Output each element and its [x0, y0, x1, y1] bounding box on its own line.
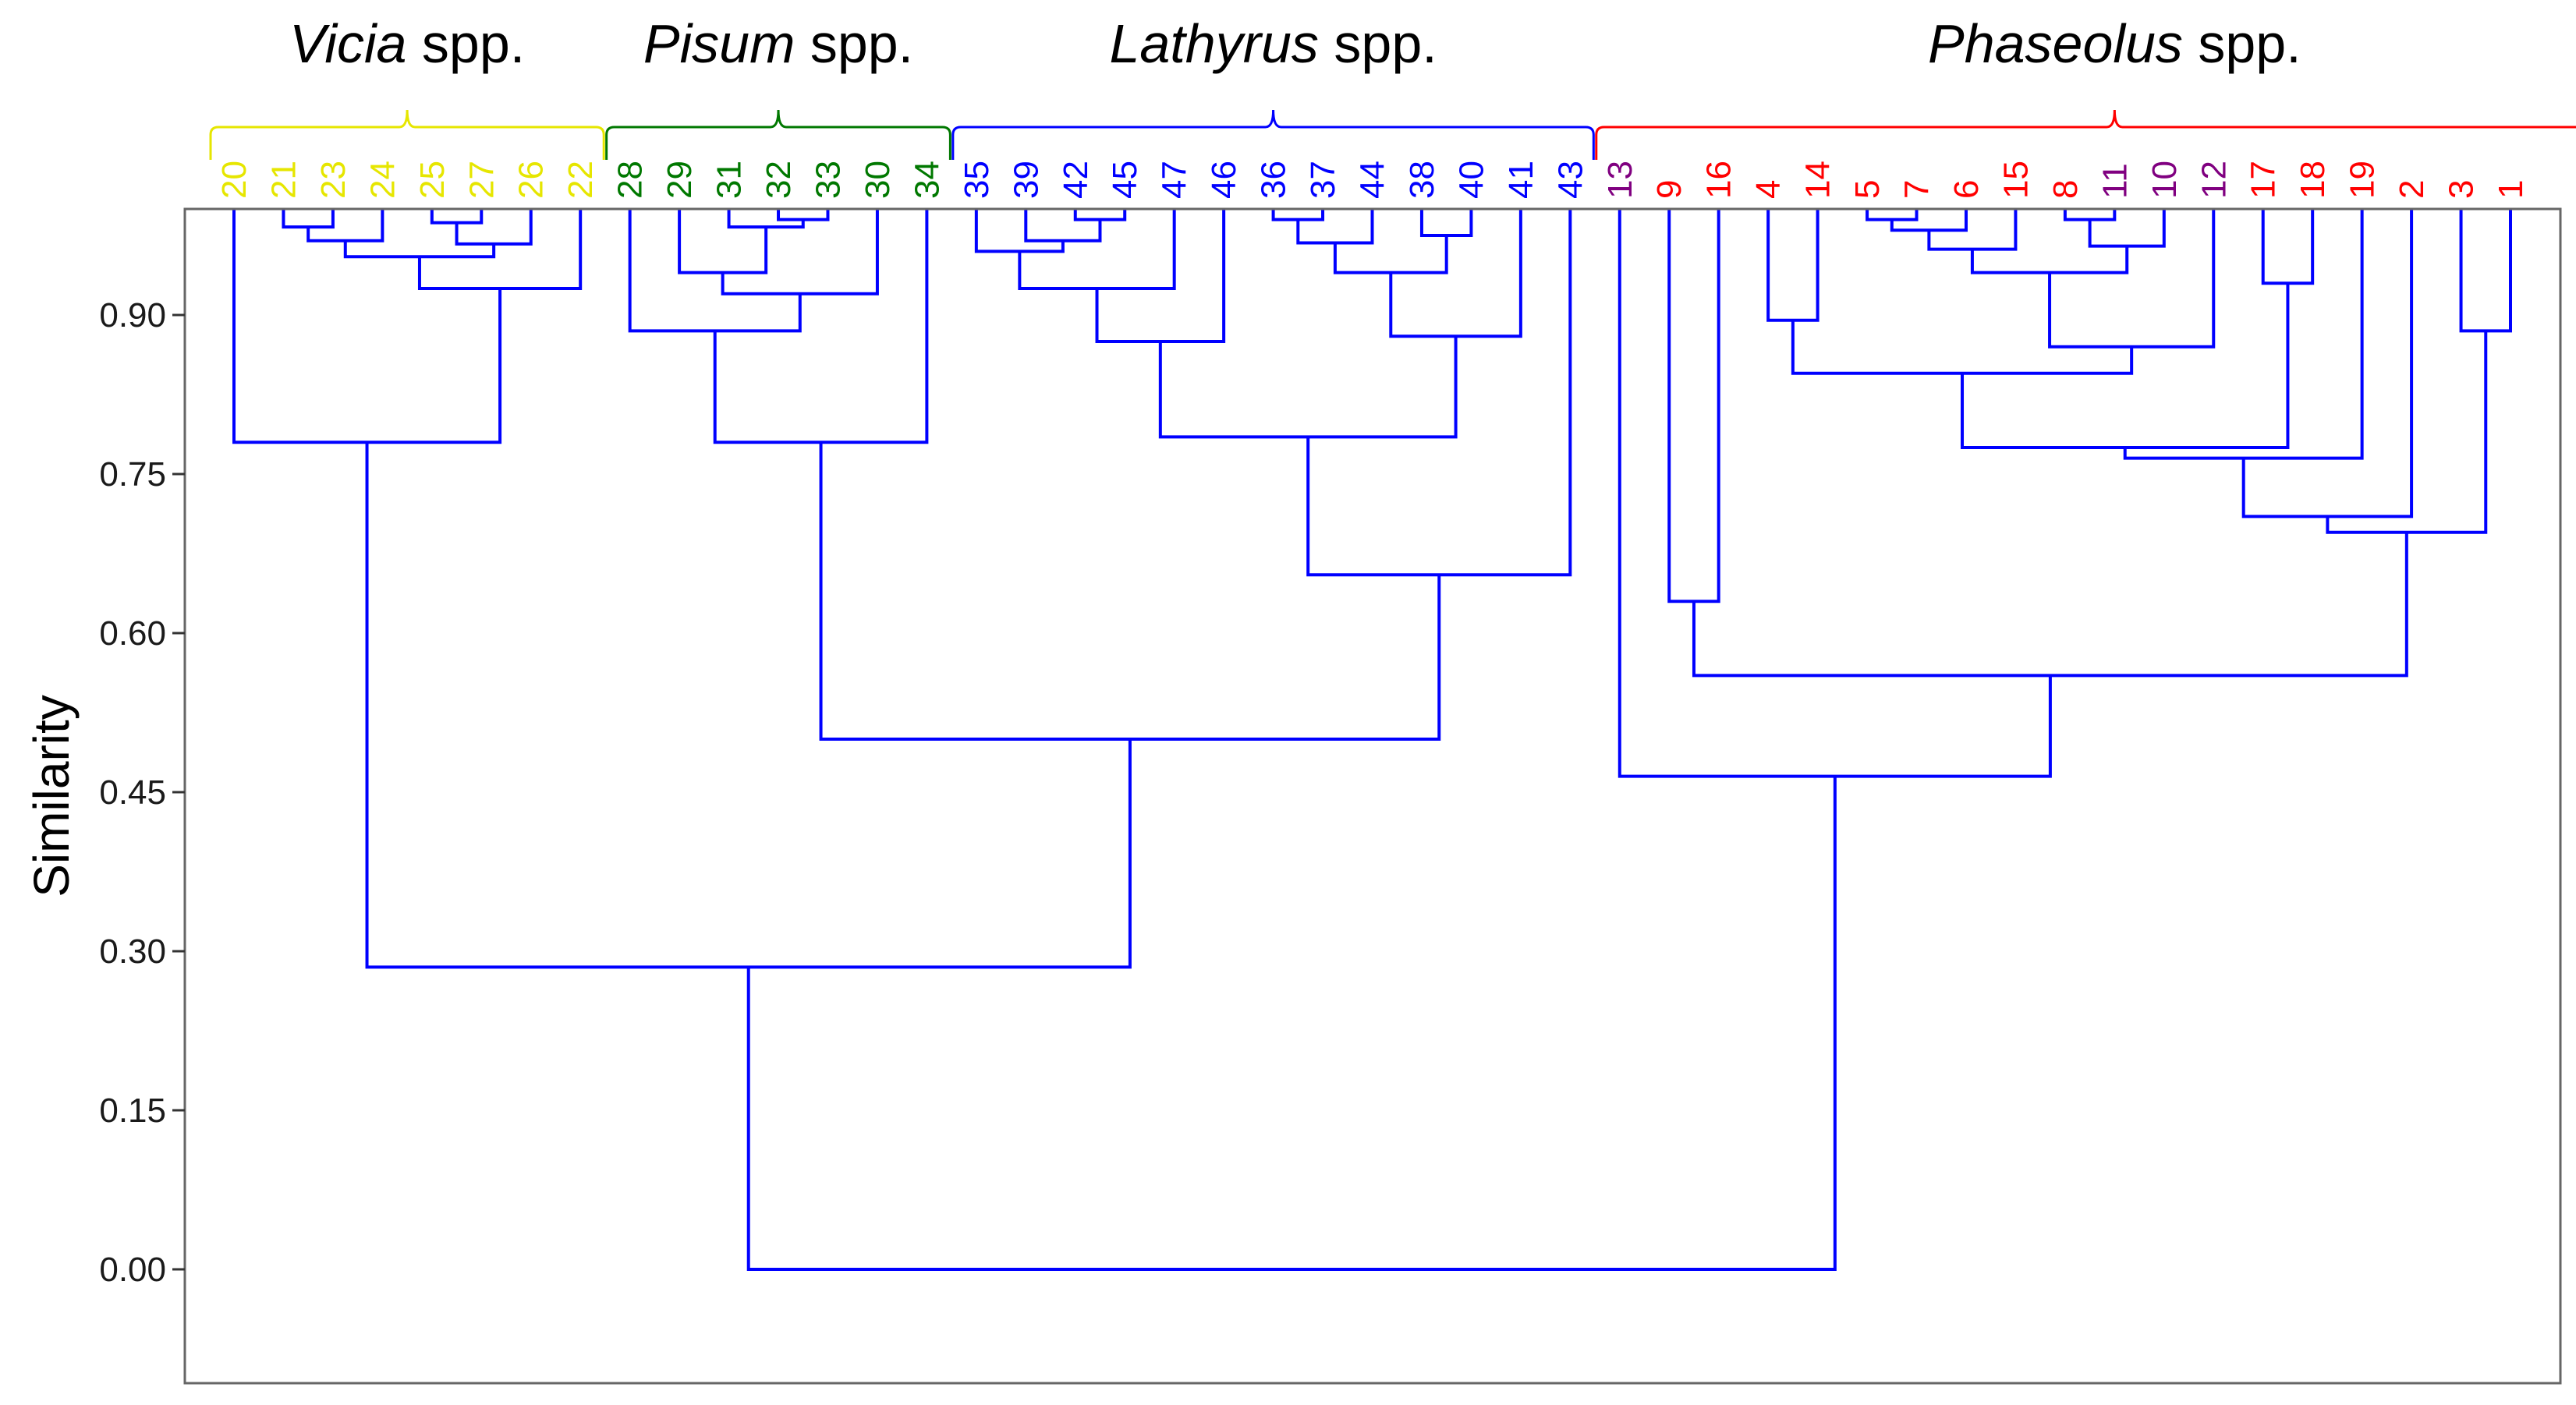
y-tick-label: 0.60 — [99, 614, 166, 653]
leaf-label: 10 — [2145, 161, 2184, 199]
leaf-label: 31 — [710, 161, 749, 199]
y-axis-title: Similarity — [23, 695, 80, 897]
group-bracket — [209, 109, 605, 160]
plot-frame — [183, 207, 2562, 1385]
leaf-label: 3 — [2443, 180, 2481, 199]
leaf-label: 30 — [859, 161, 897, 199]
leaf-label: 37 — [1304, 161, 1342, 199]
y-tick-label: 0.75 — [99, 455, 166, 494]
leaf-label: 40 — [1452, 161, 1490, 199]
y-tick-label: 0.30 — [99, 933, 166, 971]
group-bracket — [605, 109, 951, 160]
leaf-label: 2 — [2393, 180, 2431, 199]
group-title: Vicia spp. — [289, 13, 525, 74]
leaf-label: 21 — [264, 161, 303, 199]
group-genus: Lathyrus — [1109, 13, 1318, 74]
y-tick-label: 0.45 — [99, 773, 166, 812]
leaf-label: 11 — [2096, 163, 2134, 199]
leaf-label: 33 — [809, 161, 847, 199]
leaf-label: 19 — [2344, 161, 2382, 199]
group-suffix: spp. — [795, 13, 913, 74]
group-title: Lathyrus spp. — [1109, 13, 1437, 74]
leaf-label: 18 — [2294, 161, 2332, 199]
y-tick-label: 0.15 — [99, 1092, 166, 1130]
leaf-label: 41 — [1502, 161, 1540, 199]
leaf-label: 15 — [1997, 161, 2035, 199]
group-genus: Phaseolus — [1928, 13, 2183, 74]
leaf-label: 46 — [1205, 161, 1243, 199]
leaf-label: 45 — [1106, 161, 1144, 199]
leaf-label: 6 — [1947, 180, 1986, 199]
leaf-label: 38 — [1403, 161, 1441, 199]
y-tick-label: 0.90 — [99, 296, 166, 334]
leaf-label: 42 — [1057, 161, 1095, 199]
y-tick-label: 0.00 — [99, 1251, 166, 1289]
group-suffix: spp. — [1319, 13, 1437, 74]
group-suffix: spp. — [406, 13, 525, 74]
group-bracket — [1595, 109, 2576, 160]
leaf-label: 17 — [2245, 161, 2283, 199]
leaf-label: 8 — [2046, 180, 2085, 199]
leaf-label: 27 — [462, 161, 501, 199]
leaf-label: 28 — [611, 161, 650, 199]
leaf-label: 16 — [1700, 161, 1738, 199]
leaf-label: 7 — [1898, 180, 1936, 199]
group-bracket — [951, 109, 1595, 160]
leaf-label: 20 — [215, 161, 253, 199]
leaf-label: 13 — [1601, 161, 1639, 199]
group-title: Pisum spp. — [643, 13, 913, 74]
leaf-label: 4 — [1749, 180, 1788, 199]
leaf-label: 32 — [760, 161, 798, 199]
group-title: Phaseolus spp. — [1928, 13, 2301, 74]
leaf-label: 22 — [562, 161, 600, 199]
leaf-label: 29 — [661, 161, 699, 199]
leaf-label: 34 — [908, 161, 946, 199]
leaf-label: 23 — [314, 161, 353, 199]
leaf-label: 47 — [1156, 161, 1194, 199]
leaf-label: 35 — [958, 161, 996, 199]
leaf-label: 12 — [2195, 161, 2233, 199]
leaf-label: 24 — [363, 161, 402, 199]
group-suffix: spp. — [2183, 13, 2301, 74]
leaf-label: 39 — [1007, 161, 1045, 199]
leaf-label: 26 — [512, 161, 551, 199]
dendrogram-link — [746, 776, 1837, 1271]
leaf-label: 44 — [1354, 161, 1392, 199]
leaf-label: 25 — [413, 161, 452, 199]
leaf-label: 14 — [1799, 161, 1837, 199]
leaf-label: 36 — [1255, 161, 1293, 199]
leaf-label: 43 — [1551, 161, 1589, 199]
group-genus: Vicia — [289, 13, 406, 74]
group-genus: Pisum — [643, 13, 795, 74]
leaf-label: 1 — [2492, 180, 2530, 199]
leaf-label: 5 — [1848, 180, 1887, 199]
leaf-label: 9 — [1650, 180, 1688, 199]
